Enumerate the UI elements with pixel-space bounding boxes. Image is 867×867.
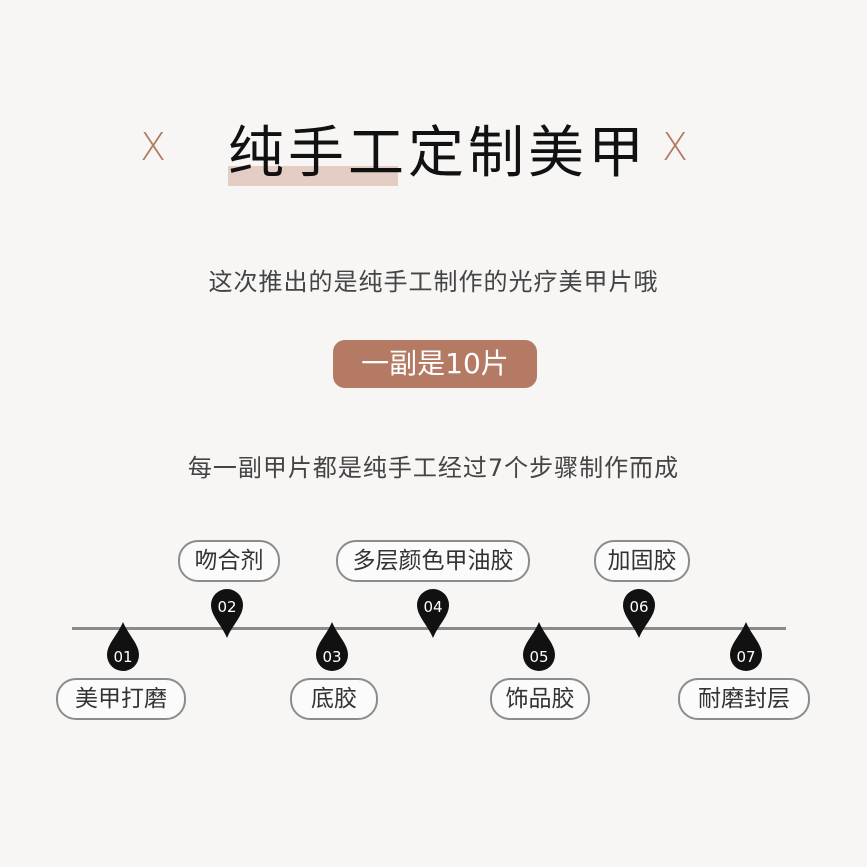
step-03-drop-icon: 03: [316, 622, 348, 671]
step-04-label: 多层颜色甲油胶: [336, 540, 530, 582]
step-03-number: 03: [322, 648, 341, 666]
step-01-drop-icon: 01: [107, 622, 139, 671]
step-02-number: 02: [217, 598, 236, 616]
step-05-drop-icon: 05: [523, 622, 555, 671]
step-05-label: 饰品胶: [490, 678, 590, 720]
title-underline: [228, 166, 398, 186]
step-04-number: 04: [423, 598, 442, 616]
pieces-badge: 一副是10片: [333, 340, 537, 388]
step-07-drop-icon: 07: [730, 622, 762, 671]
step-06-label: 加固胶: [594, 540, 690, 582]
step-07-number: 07: [736, 648, 755, 666]
intro-line-2: 每一副甲片都是纯手工经过7个步骤制作而成: [187, 454, 680, 482]
step-01-number: 01: [113, 648, 132, 666]
step-05-number: 05: [529, 648, 548, 666]
step-01-label: 美甲打磨: [56, 678, 186, 720]
step-04-drop-icon: 04: [417, 589, 449, 638]
step-06-number: 06: [629, 598, 648, 616]
step-02-label: 吻合剂: [178, 540, 280, 582]
step-03-label: 底胶: [290, 678, 378, 720]
page-title: 纯手工定制美甲: [228, 121, 648, 186]
intro-line-1: 这次推出的是纯手工制作的光疗美甲片哦: [208, 268, 659, 296]
title-block: 纯手工定制美甲: [228, 118, 648, 193]
step-02-drop-icon: 02: [211, 589, 243, 638]
cross-right-icon: X: [662, 125, 689, 169]
step-06-drop-icon: 06: [623, 589, 655, 638]
step-07-label: 耐磨封层: [678, 678, 810, 720]
cross-left-icon: X: [140, 125, 167, 169]
